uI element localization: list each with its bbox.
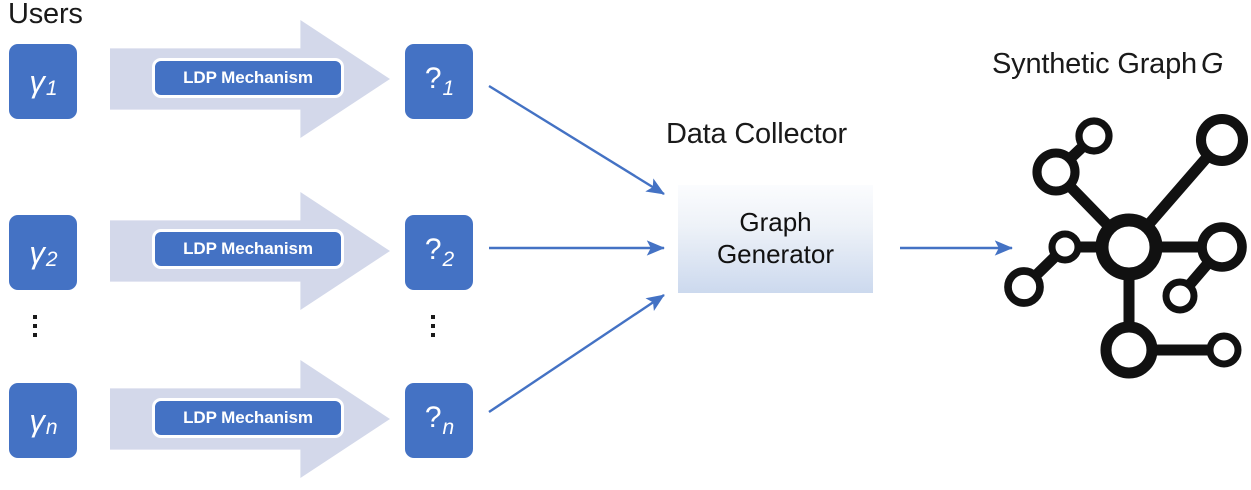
graph-edge-group [1018, 130, 1230, 356]
user-subscript: 2 [45, 248, 58, 271]
noisy-value-tile-2[interactable]: ?2 [405, 215, 473, 290]
dot [431, 315, 435, 319]
graph-node-n-left-small [1048, 230, 1082, 264]
dot [33, 333, 37, 337]
noisy-symbol: ? [424, 400, 442, 434]
ldp-mechanism-label: LDP Mechanism [183, 68, 313, 87]
users-label: Users [8, 0, 83, 30]
graph-node-group [1004, 113, 1249, 379]
graph-edge [1123, 134, 1228, 253]
dot [33, 315, 37, 319]
ldp-mechanism-1[interactable]: LDP Mechanism [152, 58, 344, 98]
noisy-value-tile-1[interactable]: ?1 [405, 44, 473, 119]
user-symbol: γ [29, 64, 45, 99]
noisy-subscript: n [442, 416, 455, 439]
noisy-symbol: ? [424, 61, 442, 95]
ldp-mechanism-label: LDP Mechanism [183, 239, 313, 258]
dot [431, 324, 435, 328]
graph-node-n-bottom [1100, 321, 1158, 379]
graph-edge [1174, 241, 1228, 302]
user-subscript: n [45, 416, 58, 439]
noisy-value-tile-n[interactable]: ?n [405, 383, 473, 458]
ldp-mechanism-label: LDP Mechanism [183, 408, 313, 427]
graph-edge [1050, 166, 1135, 253]
users-ellipsis [33, 315, 37, 337]
graph-node-hub [1095, 213, 1163, 281]
user-subscript: 1 [45, 77, 58, 100]
dot [33, 324, 37, 328]
graph-generator-line-1: Graph [739, 207, 812, 238]
noisy-subscript: 2 [442, 248, 455, 271]
synthetic-graph-title-text: Synthetic Graph [992, 48, 1197, 80]
graph-node-n-upleft-small [1075, 117, 1113, 155]
graph-node-n-farleft [1004, 267, 1044, 307]
graph-node-n-rightlow [1162, 278, 1198, 314]
noisy-subscript: 1 [442, 77, 455, 100]
noisy-symbol: ? [424, 232, 442, 266]
noisy-1-to-generator [488, 84, 665, 196]
graph-node-n-bottomright [1206, 332, 1242, 368]
noisy-values-ellipsis [431, 315, 435, 337]
user-symbol: γ [29, 235, 45, 270]
dot [431, 333, 435, 337]
noisy-n-to-generator [488, 294, 665, 413]
ldp-mechanism-2[interactable]: LDP Mechanism [152, 229, 344, 269]
graph-edge [1050, 130, 1100, 178]
synthetic-graph-title-symbol: G [1200, 48, 1224, 80]
ldp-mechanism-3[interactable]: LDP Mechanism [152, 398, 344, 438]
graph-node-n-upright [1195, 113, 1249, 167]
graph-node-n-right [1197, 222, 1247, 272]
graph-generator-line-2: Generator [716, 239, 835, 269]
graph-edge [1018, 241, 1071, 293]
data-collector-label: Data Collector [666, 118, 847, 150]
graph-node-n-upleft-mid [1032, 148, 1080, 196]
graph-generator-box[interactable]: Graph Generator [678, 185, 873, 293]
user-symbol: γ [29, 403, 45, 438]
